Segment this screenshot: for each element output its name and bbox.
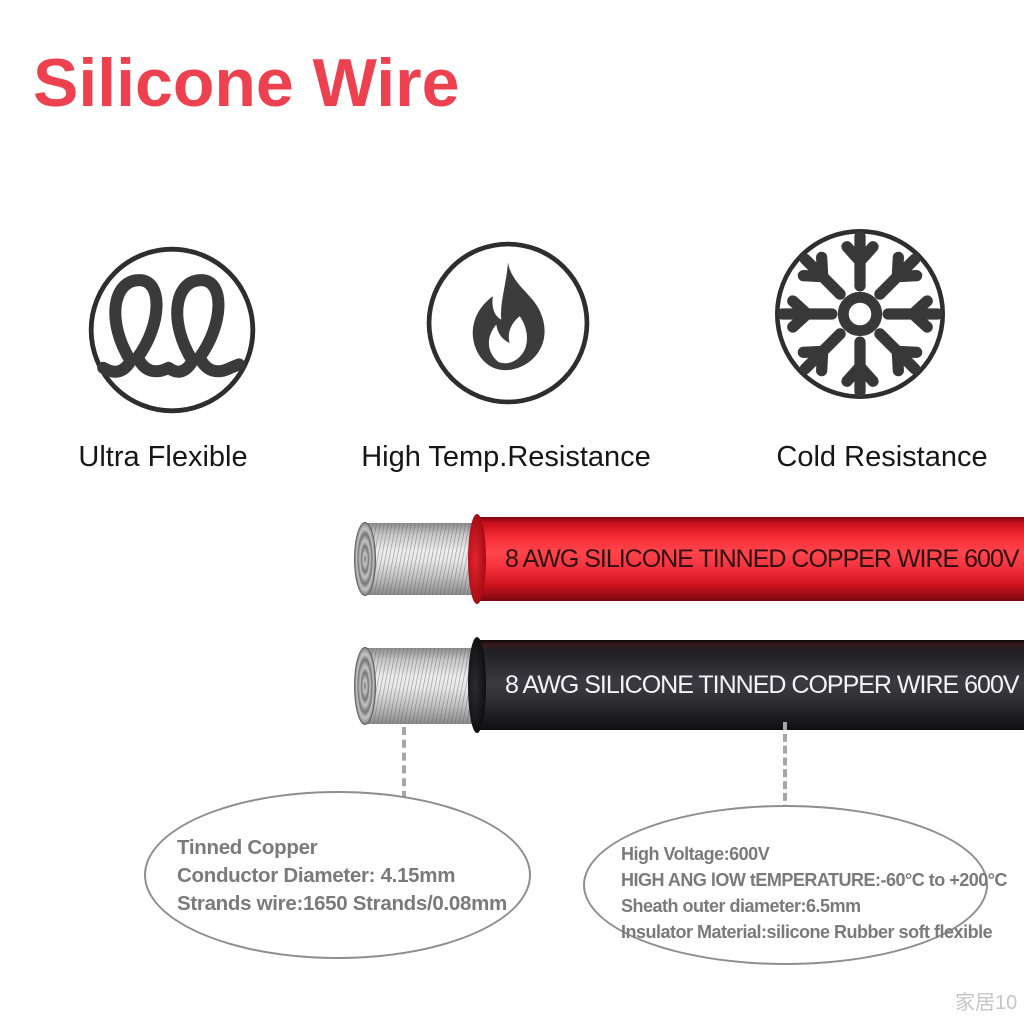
spec-line: Strands wire:1650 Strands/0.08mm (177, 892, 507, 915)
feature-label-cold-resistance: Cold Resistance (776, 441, 988, 473)
spec-callout-text-conductor: Tinned Copper Conductor Diameter: 4.15mm… (177, 834, 507, 918)
flame-icon (424, 239, 592, 407)
spec-callout-bubble-conductor (144, 791, 531, 959)
spec-line: Tinned Copper (177, 836, 318, 859)
wire-red-print-text: 8 AWG SILICONE TINNED COPPER WIRE 600V 2… (505, 544, 1024, 573)
spec-line: High Voltage:600V (621, 844, 770, 864)
callout-leader-line-conductor (402, 727, 406, 799)
page-title: Silicone Wire (33, 45, 460, 121)
coil-loops-icon (86, 244, 258, 416)
strand-end-cap (354, 647, 376, 725)
spec-callout-bubble-sheath (583, 805, 988, 965)
sheath-cut-end (468, 637, 486, 733)
strand-end-cap (354, 522, 376, 596)
sheath-cut-end (468, 514, 486, 604)
wire-black-print-text: 8 AWG SILICONE TINNED COPPER WIRE 600V 2… (505, 670, 1024, 699)
feature-item-ultra-flexible (86, 244, 258, 416)
feature-item-high-temp (424, 239, 592, 407)
feature-label-ultra-flexible: Ultra Flexible (78, 441, 248, 473)
wire-black-strands (354, 647, 484, 725)
feature-item-cold-resistance (772, 226, 948, 402)
spec-line: Insulator Material:silicone Rubber soft … (621, 922, 993, 942)
watermark: 家居10 (955, 992, 1018, 1014)
wire-red-sheath: 8 AWG SILICONE TINNED COPPER WIRE 600V 2… (468, 514, 1024, 604)
feature-label-high-temp: High Temp.Resistance (361, 441, 651, 473)
wire-black-sheath: 8 AWG SILICONE TINNED COPPER WIRE 600V 2… (468, 637, 1024, 733)
spec-line: Sheath outer diameter:6.5mm (621, 896, 861, 916)
spec-line: Conductor Diameter: 4.15mm (177, 864, 456, 887)
spec-line: HIGH ANG lOW tEMPERATURE:-60°C to +200°C (621, 870, 1007, 890)
snowflake-icon (772, 226, 948, 402)
spec-callout-text-sheath: High Voltage:600V HIGH ANG lOW tEMPERATU… (621, 841, 1007, 945)
wire-red-strands (354, 522, 484, 596)
callout-leader-line-sheath (783, 722, 787, 860)
